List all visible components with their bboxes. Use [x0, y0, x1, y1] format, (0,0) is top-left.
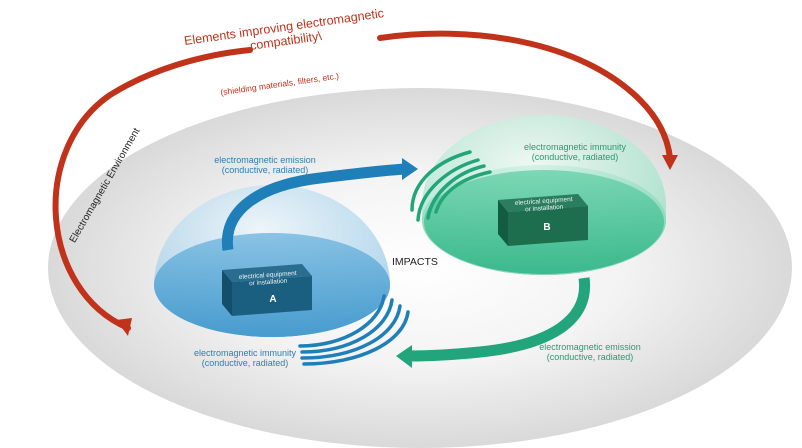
b-immunity-line2: (conductive, radiated) [531, 152, 619, 163]
immunity-waves-a [298, 294, 410, 366]
impacts-label: IMPACTS [392, 256, 438, 268]
compatibility-arrow-right [377, 30, 673, 161]
b-immunity-label: electromagnetic immunity (conductive, ra… [510, 142, 640, 163]
immunity-waves-b [410, 150, 492, 222]
equipment-box-a [222, 264, 312, 316]
red-arrowhead-right [662, 155, 678, 170]
a-emission-line1: electromagnetic emission [214, 155, 316, 165]
green-arrowhead [396, 345, 412, 368]
b-immunity-line1: electromagnetic immunity [523, 142, 627, 152]
equipment-box-b [498, 194, 588, 246]
a-immunity-label: electromagnetic immunity (conductive, ra… [180, 348, 310, 369]
a-immunity-line1: electromagnetic immunity [193, 348, 297, 358]
box-b-letter: B [543, 222, 551, 233]
box-a-letter: A [269, 294, 277, 305]
a-emission-line2: (conductive, radiated) [221, 165, 309, 176]
a-emission-label: electromagnetic emission (conductive, ra… [200, 155, 330, 176]
b-emission-line2: (conductive, radiated) [546, 352, 634, 363]
blue-arrowhead [402, 158, 418, 180]
b-emission-label: electromagnetic emission (conductive, ra… [525, 342, 655, 363]
b-emission-line1: electromagnetic emission [539, 342, 641, 352]
emission-arrow-a [221, 163, 406, 251]
emission-arrow-b [409, 277, 591, 362]
red-arrowhead-left [116, 318, 132, 336]
compatibility-arrow [52, 47, 253, 331]
a-immunity-line2: (conductive, radiated) [201, 358, 289, 369]
